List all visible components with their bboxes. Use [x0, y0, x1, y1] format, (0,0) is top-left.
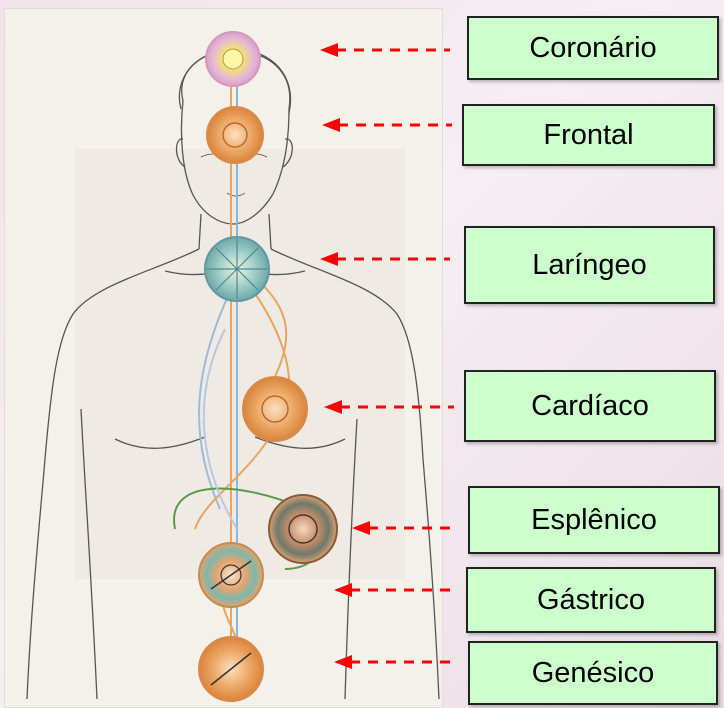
chakra-coronario	[206, 32, 260, 86]
background-panel	[75, 149, 405, 579]
label-laringeo: Laríngeo	[464, 226, 715, 304]
label-cardiaco: Cardíaco	[464, 370, 716, 442]
arrow-frontal	[322, 117, 454, 133]
label-coronario: Coronário	[467, 16, 719, 80]
arrow-coronario	[320, 42, 452, 58]
chakra-body-illustration	[4, 8, 443, 708]
chakra-laringeo	[205, 237, 269, 301]
chakra-esplenico	[269, 495, 337, 563]
chakra-genesico	[199, 637, 263, 701]
chakra-gastrico	[199, 543, 263, 607]
arrow-esplenico	[352, 520, 456, 536]
label-gastrico: Gástrico	[466, 567, 716, 633]
label-esplenico: Esplênico	[468, 486, 720, 554]
chakra-frontal	[207, 107, 263, 163]
arrow-genesico	[334, 654, 456, 670]
chakra-cardiaco	[243, 377, 307, 441]
arrow-cardiaco	[324, 399, 456, 415]
arrow-gastrico	[334, 582, 456, 598]
arrow-laringeo	[320, 251, 452, 267]
label-frontal: Frontal	[462, 104, 715, 166]
label-genesico: Genésico	[468, 641, 718, 705]
